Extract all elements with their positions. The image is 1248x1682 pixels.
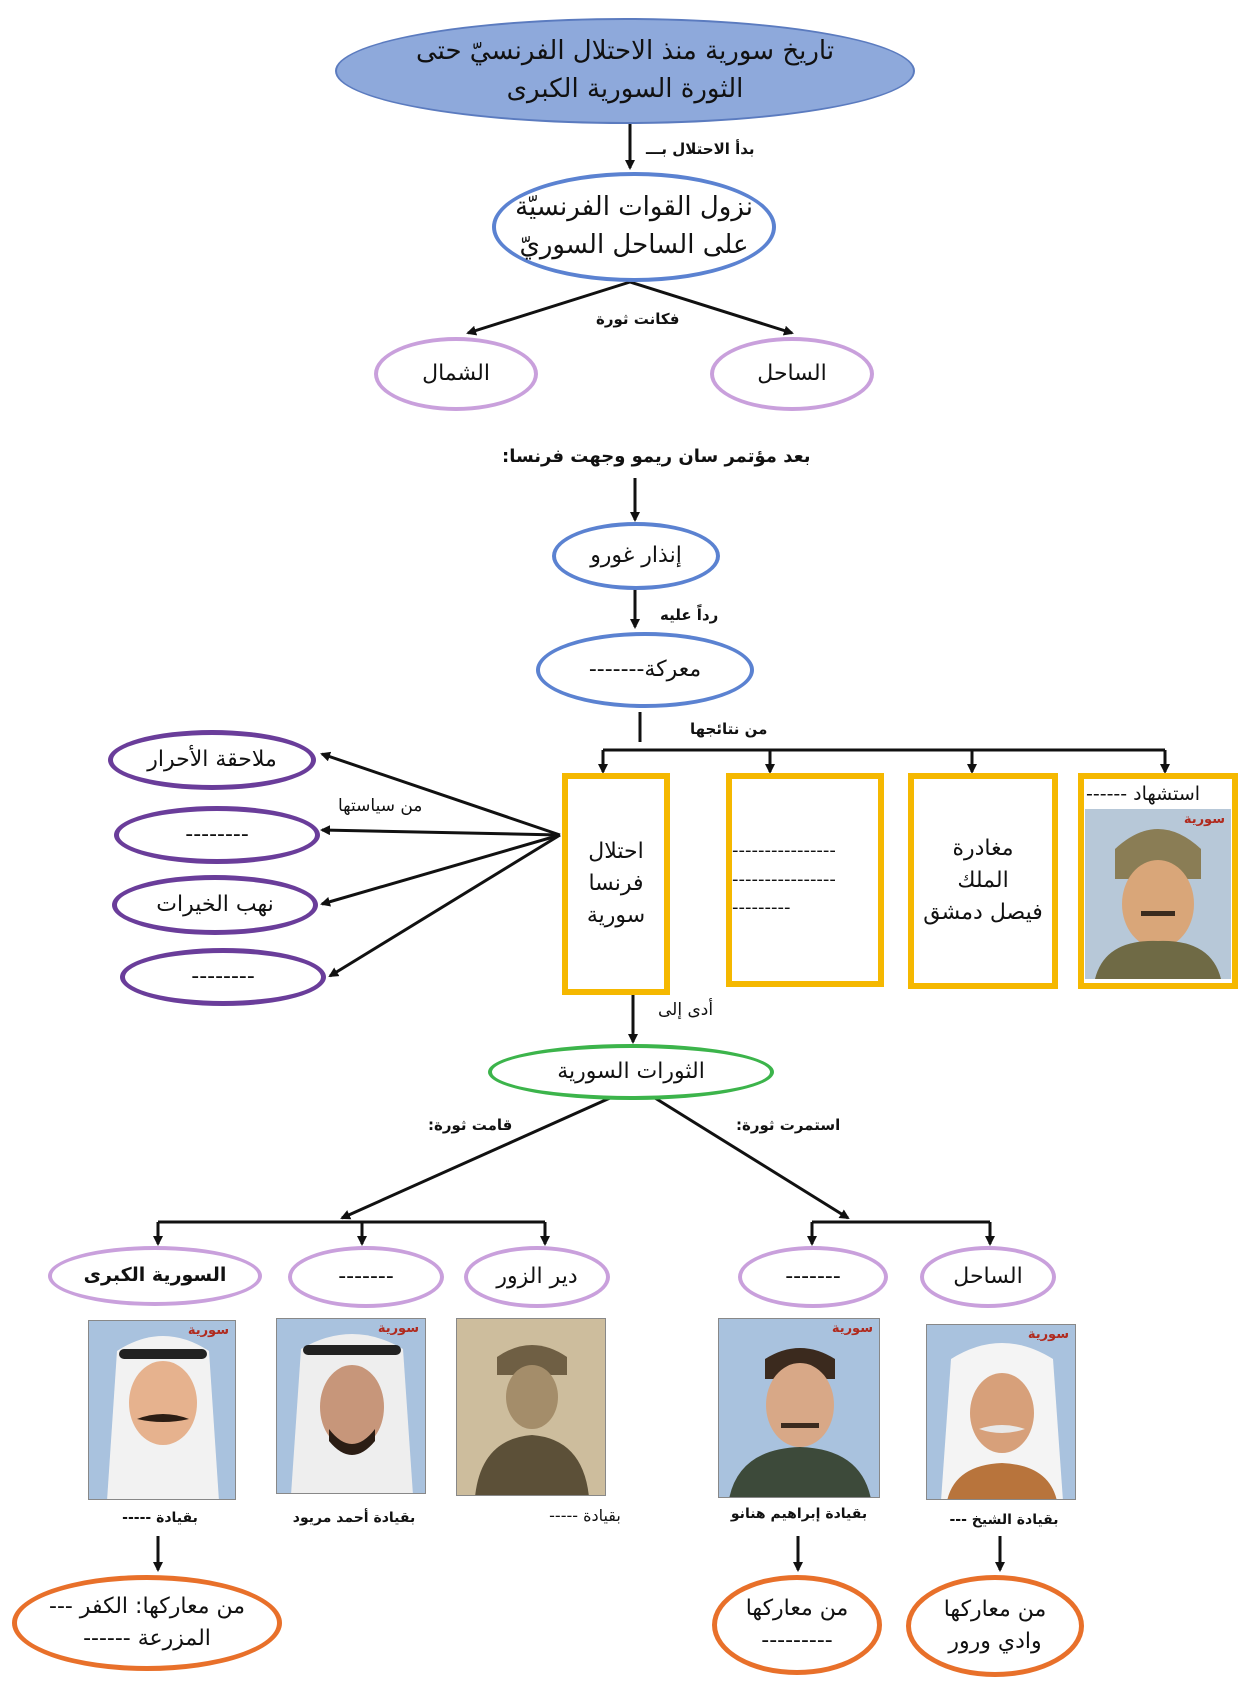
portrait-hananu-stamp: سورية xyxy=(831,1321,873,1336)
arrow-policy-1 xyxy=(320,751,561,837)
result-box-occupation: احتلال فرنسا سورية xyxy=(562,773,670,995)
battles-left-line-1: من معاركها: الكفر --- xyxy=(49,1594,246,1620)
occupation-line-1: احتلال xyxy=(588,839,644,865)
occupation-line-3: سورية xyxy=(586,902,646,928)
revolt-deir-ellipse: دير الزور xyxy=(464,1246,610,1308)
result-box-martyr: استشهاد ------ سورية xyxy=(1078,773,1238,989)
battles-mid-line-1: من معاركها xyxy=(745,1596,849,1622)
caption-great: بقيادة ----- xyxy=(122,1510,198,1526)
arrow-policy-4 xyxy=(328,833,561,978)
label-results: من نتائجها xyxy=(690,720,768,738)
battles-right-line-1: من معاركها xyxy=(943,1597,1047,1623)
landing-line-1: نزول القوات الفرنسيّة xyxy=(515,192,753,223)
martyr-portrait: سورية xyxy=(1085,808,1231,979)
revolt-mid-label: ------- xyxy=(338,1264,394,1290)
faisal-line-2: الملك xyxy=(957,868,1009,894)
label-revolt: فكانت ثورة xyxy=(596,310,680,328)
arrow-to-left-group xyxy=(340,1096,611,1220)
revolt-great-ellipse: السورية الكبرى xyxy=(48,1246,262,1306)
battle-label: معركة------- xyxy=(588,657,702,683)
portrait-deir xyxy=(456,1318,606,1496)
arrow-to-right-group xyxy=(654,1096,850,1220)
portrait-great-stamp: سورية xyxy=(187,1323,229,1338)
landing-ellipse: نزول القوات الفرنسيّة على الساحل السوريّ xyxy=(492,172,776,282)
revolt-right-blank-ellipse: ------- xyxy=(738,1246,888,1308)
battles-left-line-2: المزرعة ------ xyxy=(83,1626,211,1651)
occupation-line-2: فرنسا xyxy=(588,871,644,897)
portrait-photo-icon xyxy=(291,1334,413,1493)
blank-line-2: ---------------- xyxy=(732,868,836,890)
gouraud-ellipse: إنذار غورو xyxy=(552,522,720,590)
policy-ellipse-4: -------- xyxy=(120,948,326,1006)
portrait-sheikh: سورية xyxy=(926,1324,1076,1500)
revolutions-label: الثورات السورية xyxy=(557,1059,705,1085)
battles-mid-ellipse: من معاركها --------- xyxy=(712,1575,882,1675)
title-line-1: تاريخ سورية منذ الاحتلال الفرنسيّ حتى xyxy=(415,36,835,67)
policy-label-gap xyxy=(434,779,470,798)
title-ellipse: تاريخ سورية منذ الاحتلال الفرنسيّ حتى ال… xyxy=(335,18,915,124)
arrow-policy-3 xyxy=(320,833,561,907)
policy-label-2: -------- xyxy=(185,822,249,848)
battle-ellipse: معركة------- xyxy=(536,632,754,708)
arrow-policy-2 xyxy=(320,825,561,837)
policy-ellipse-3: نهب الخيرات xyxy=(112,875,318,935)
battles-right-line-2: وادي ورور xyxy=(948,1629,1042,1654)
landing-line-2: على الساحل السوريّ xyxy=(519,230,749,260)
portrait-mid-stamp: سورية xyxy=(377,1321,419,1336)
coast-label: الساحل xyxy=(757,361,827,387)
policy-ellipse-1: ملاحقة الأحرار xyxy=(108,730,316,790)
blank-line-1: ---------------- xyxy=(732,839,836,861)
caption-deir: بقيادة ----- xyxy=(549,1506,621,1525)
arrow-landing-to-coast xyxy=(629,280,794,336)
caption-mid: بقيادة أحمد مريود xyxy=(292,1510,416,1526)
caption-hananu: بقيادة إبراهيم هنانو xyxy=(730,1506,868,1522)
coast-ellipse: الساحل xyxy=(710,337,874,411)
portrait-hananu: سورية xyxy=(718,1318,880,1498)
battles-left-ellipse: من معاركها: الكفر --- المزرعة ------ xyxy=(12,1575,282,1671)
battles-right-ellipse: من معاركها وادي ورور xyxy=(906,1575,1084,1677)
portrait-sheikh-stamp: سورية xyxy=(1027,1327,1069,1342)
north-label: الشمال xyxy=(422,361,490,387)
revolt-right-blank-label: ------- xyxy=(785,1264,841,1290)
revolt-sahel-ellipse: الساحل xyxy=(920,1246,1056,1308)
policy-label-4: -------- xyxy=(191,964,255,990)
battles-mid-line-2: --------- xyxy=(761,1628,833,1653)
portrait-stamp: سورية xyxy=(1183,811,1225,827)
label-in-response: رداً عليه xyxy=(660,606,719,624)
title-line-2: الثورة السورية الكبرى xyxy=(506,74,744,104)
revolt-sahel-label: الساحل xyxy=(953,1264,1023,1290)
portrait-photo-icon xyxy=(729,1348,871,1497)
label-started: قامت ثورة: xyxy=(428,1116,513,1134)
gouraud-label: إنذار غورو xyxy=(590,543,682,569)
caption-sheikh: بقيادة الشيخ --- xyxy=(949,1512,1059,1528)
portrait-photo-icon xyxy=(475,1345,589,1495)
label-policy: من سياستها xyxy=(338,796,423,816)
portrait-great: سورية xyxy=(88,1320,236,1500)
north-ellipse: الشمال xyxy=(374,337,538,411)
label-start: بدأ الاحتلال بـــ xyxy=(646,140,755,158)
blank-line-3: --------- xyxy=(732,897,791,919)
policy-label-1: ملاحقة الأحرار xyxy=(147,747,277,773)
faisal-line-1: مغادرة xyxy=(952,836,1014,862)
label-led-to: أدى إلى xyxy=(658,1000,714,1020)
portrait-photo-icon xyxy=(107,1336,219,1499)
faisal-line-3: فيصل دمشق xyxy=(923,899,1043,925)
revolt-deir-label: دير الزور xyxy=(496,1264,578,1290)
portrait-photo-icon xyxy=(941,1343,1063,1499)
revolt-great-label: السورية الكبرى xyxy=(83,1264,227,1287)
revolt-mid-ellipse: ------- xyxy=(288,1246,444,1308)
policy-ellipse-2: -------- xyxy=(114,806,320,864)
policy-label-3: نهب الخيرات xyxy=(156,892,274,918)
portrait-mid: سورية xyxy=(276,1318,426,1494)
martyr-label: استشهاد ------ xyxy=(1086,783,1201,805)
arrow-landing-to-north xyxy=(466,280,631,336)
revolutions-ellipse: الثورات السورية xyxy=(488,1044,774,1100)
label-continued: استمرت ثورة: xyxy=(736,1116,841,1134)
portrait-photo-icon xyxy=(1095,828,1221,979)
result-box-faisal: مغادرة الملك فيصل دمشق xyxy=(908,773,1058,989)
label-after-sanremo: بعد مؤتمر سان ريمو وجهت فرنسا: xyxy=(502,446,811,467)
result-box-blank: ---------------- ---------------- ------… xyxy=(726,773,884,987)
